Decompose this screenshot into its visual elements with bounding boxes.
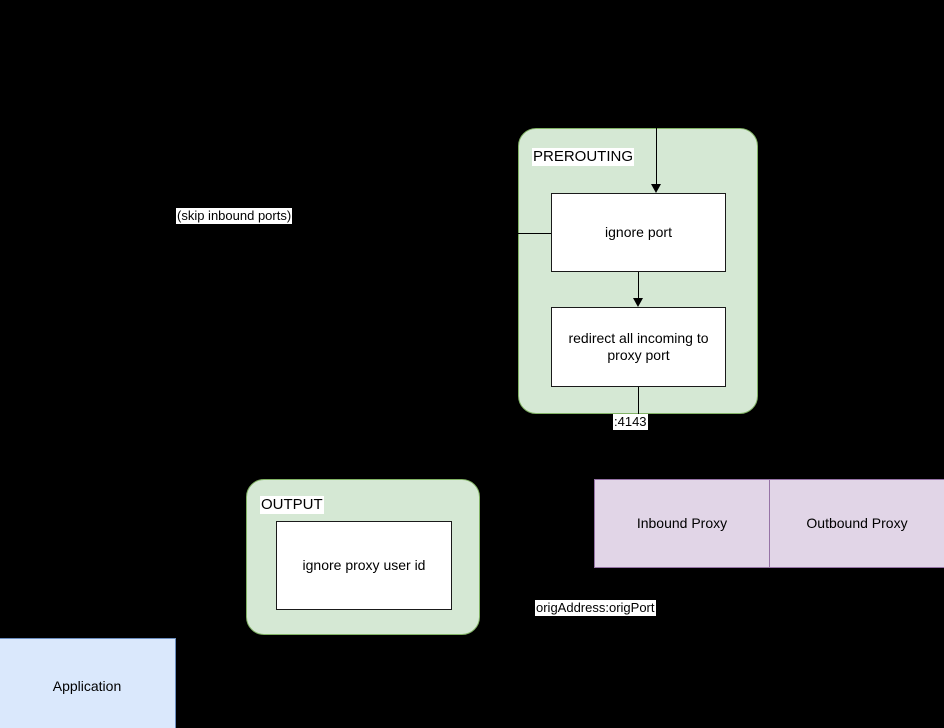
outbound-proxy-node[interactable]: Outbound Proxy	[769, 479, 944, 568]
ignore-to-redirect-connector	[638, 272, 639, 300]
prerouting-inbound-connector	[656, 128, 657, 185]
skip-inbound-ports-label: (skip inbound ports)	[176, 208, 293, 224]
inbound-proxy-node[interactable]: Inbound Proxy	[594, 479, 770, 568]
output-group-label: OUTPUT	[260, 496, 324, 514]
ignore-to-redirect-arrowhead	[633, 298, 643, 307]
application-node[interactable]: Application	[0, 638, 176, 728]
proxy-port-label: :4143	[613, 414, 648, 430]
skip-inbound-ports-connector	[518, 233, 552, 234]
orig-address-label: origAddress:origPort	[535, 600, 656, 616]
redirect-output-connector	[638, 387, 639, 431]
ignore-proxy-user-id-node[interactable]: ignore proxy user id	[276, 521, 452, 610]
ignore-port-node[interactable]: ignore port	[551, 193, 726, 272]
redirect-incoming-node[interactable]: redirect all incoming to proxy port	[551, 307, 726, 387]
prerouting-group-label: PREROUTING	[532, 148, 635, 166]
prerouting-inbound-arrowhead	[651, 184, 661, 193]
application-right-connector	[176, 681, 181, 682]
